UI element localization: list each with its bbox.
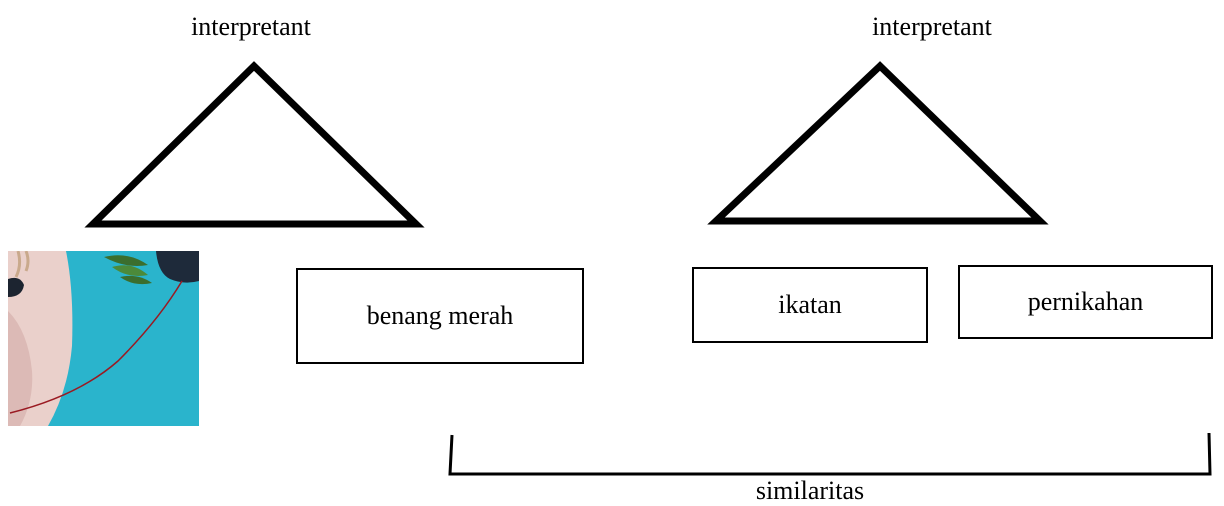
object-box-pernikahan: pernikahan xyxy=(958,265,1213,339)
right-semiotic-triangle xyxy=(707,61,1049,225)
object-label-benang-merah: benang merah xyxy=(366,301,514,330)
left-semiotic-triangle xyxy=(84,61,425,228)
representamen-image xyxy=(8,251,199,426)
right-interpretant-label: interpretant xyxy=(872,12,992,41)
painting-detail-graphic xyxy=(8,251,199,426)
object-label-ikatan: ikatan xyxy=(778,290,842,319)
similarity-label: similaritas xyxy=(755,476,865,505)
object-box-ikatan: ikatan xyxy=(692,267,928,343)
object-box-benang-merah: benang merah xyxy=(296,268,584,364)
similarity-bracket xyxy=(448,432,1212,476)
object-label-pernikahan: pernikahan xyxy=(1027,287,1144,316)
left-interpretant-label: interpretant xyxy=(191,12,311,41)
